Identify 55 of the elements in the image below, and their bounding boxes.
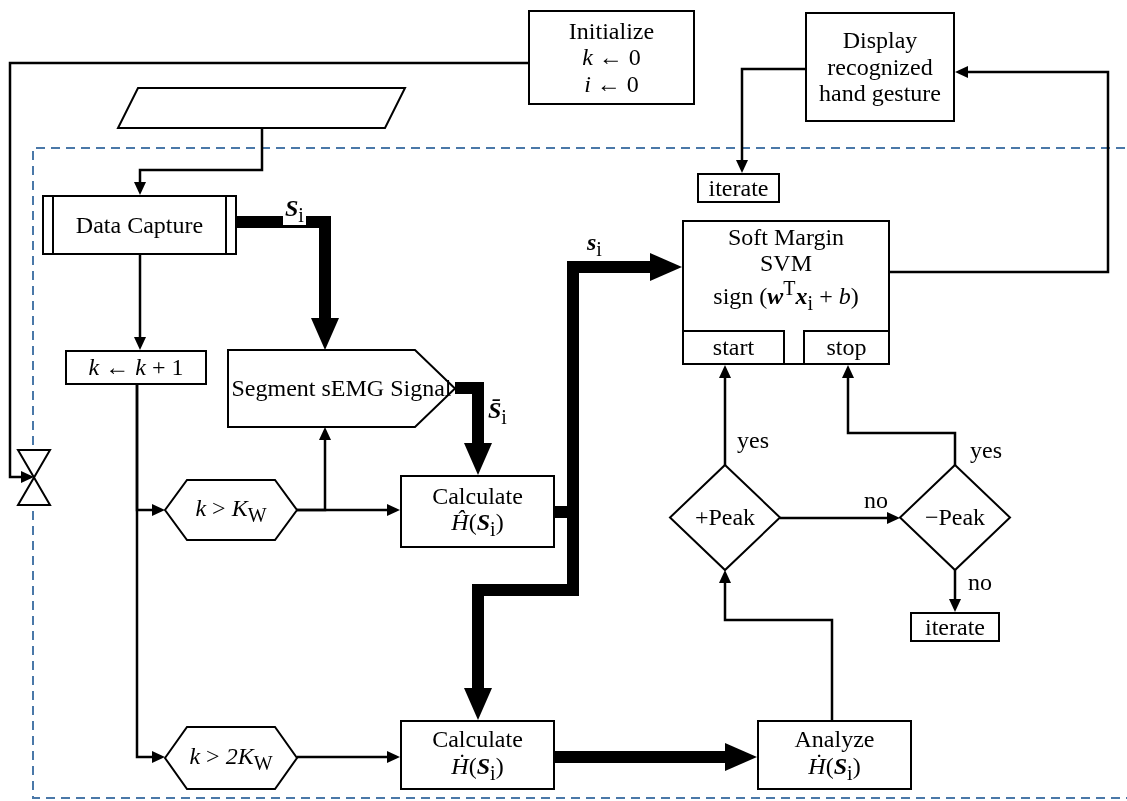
node-text: k ← k + 1 [88, 354, 184, 381]
node-text: Display recognized hand gesture [818, 27, 942, 107]
process-box [400, 475, 555, 548]
node-text: iterate [708, 174, 769, 202]
display-shape [228, 350, 455, 427]
node-text: Segment sEMG Signal [231, 375, 452, 402]
process-box [697, 173, 780, 203]
node-text: stop [826, 334, 867, 361]
arrow [455, 382, 492, 475]
node-text: k > 2K$_{W}$ [189, 742, 273, 774]
arrow [719, 570, 834, 720]
process-box [65, 350, 207, 385]
assignment-text: i ← 0 [584, 70, 639, 98]
process-box [682, 330, 785, 365]
process-box [400, 720, 555, 790]
process-box [682, 220, 890, 365]
process-box [528, 10, 695, 105]
node-text: Data Capture [75, 211, 204, 239]
node-text: Calculate Ḣ(S$_{i}$) [431, 726, 524, 784]
decision-hexagon [165, 480, 297, 540]
arrow [134, 128, 264, 195]
decision-diamond [670, 465, 780, 570]
node-text: start [712, 334, 755, 361]
decision-diamond [900, 465, 1010, 570]
node-text: −Peak [924, 504, 986, 531]
decision-hexagon [165, 727, 297, 789]
node-text: Calculate Ĥ(S$_{i}$) [431, 482, 524, 541]
process-box [910, 612, 1000, 642]
arrow [736, 67, 805, 173]
assignment-text: k ← 0 [582, 44, 641, 71]
process-box [757, 720, 912, 790]
process-box [805, 12, 955, 122]
arrow [297, 504, 400, 516]
arrow [297, 751, 400, 763]
arrow [842, 365, 957, 465]
predefined-process-box [42, 195, 237, 255]
arrow [134, 255, 146, 350]
node-text: Analyze Ḣ(S$_{i}$) [793, 726, 876, 784]
edge-label: S̄$_{i}$ [486, 398, 509, 427]
arrow [135, 385, 165, 763]
arrow [949, 570, 961, 612]
arrow [719, 365, 731, 465]
node-text: sign (w$^{T}$x$_{i}$ + b) [712, 276, 860, 314]
arrow [237, 216, 339, 350]
input-parallelogram [118, 88, 405, 128]
node-text: Initialize [568, 17, 655, 45]
node-text: k > K$_{W}$ [195, 494, 267, 526]
arrow [780, 512, 900, 524]
hourglass-symbol [18, 450, 50, 505]
node-text: iterate [925, 613, 985, 641]
process-box [803, 330, 890, 365]
arrow [890, 66, 1110, 274]
node-text: +Peak [694, 504, 756, 531]
arrow [555, 743, 757, 771]
arrow [8, 61, 528, 483]
